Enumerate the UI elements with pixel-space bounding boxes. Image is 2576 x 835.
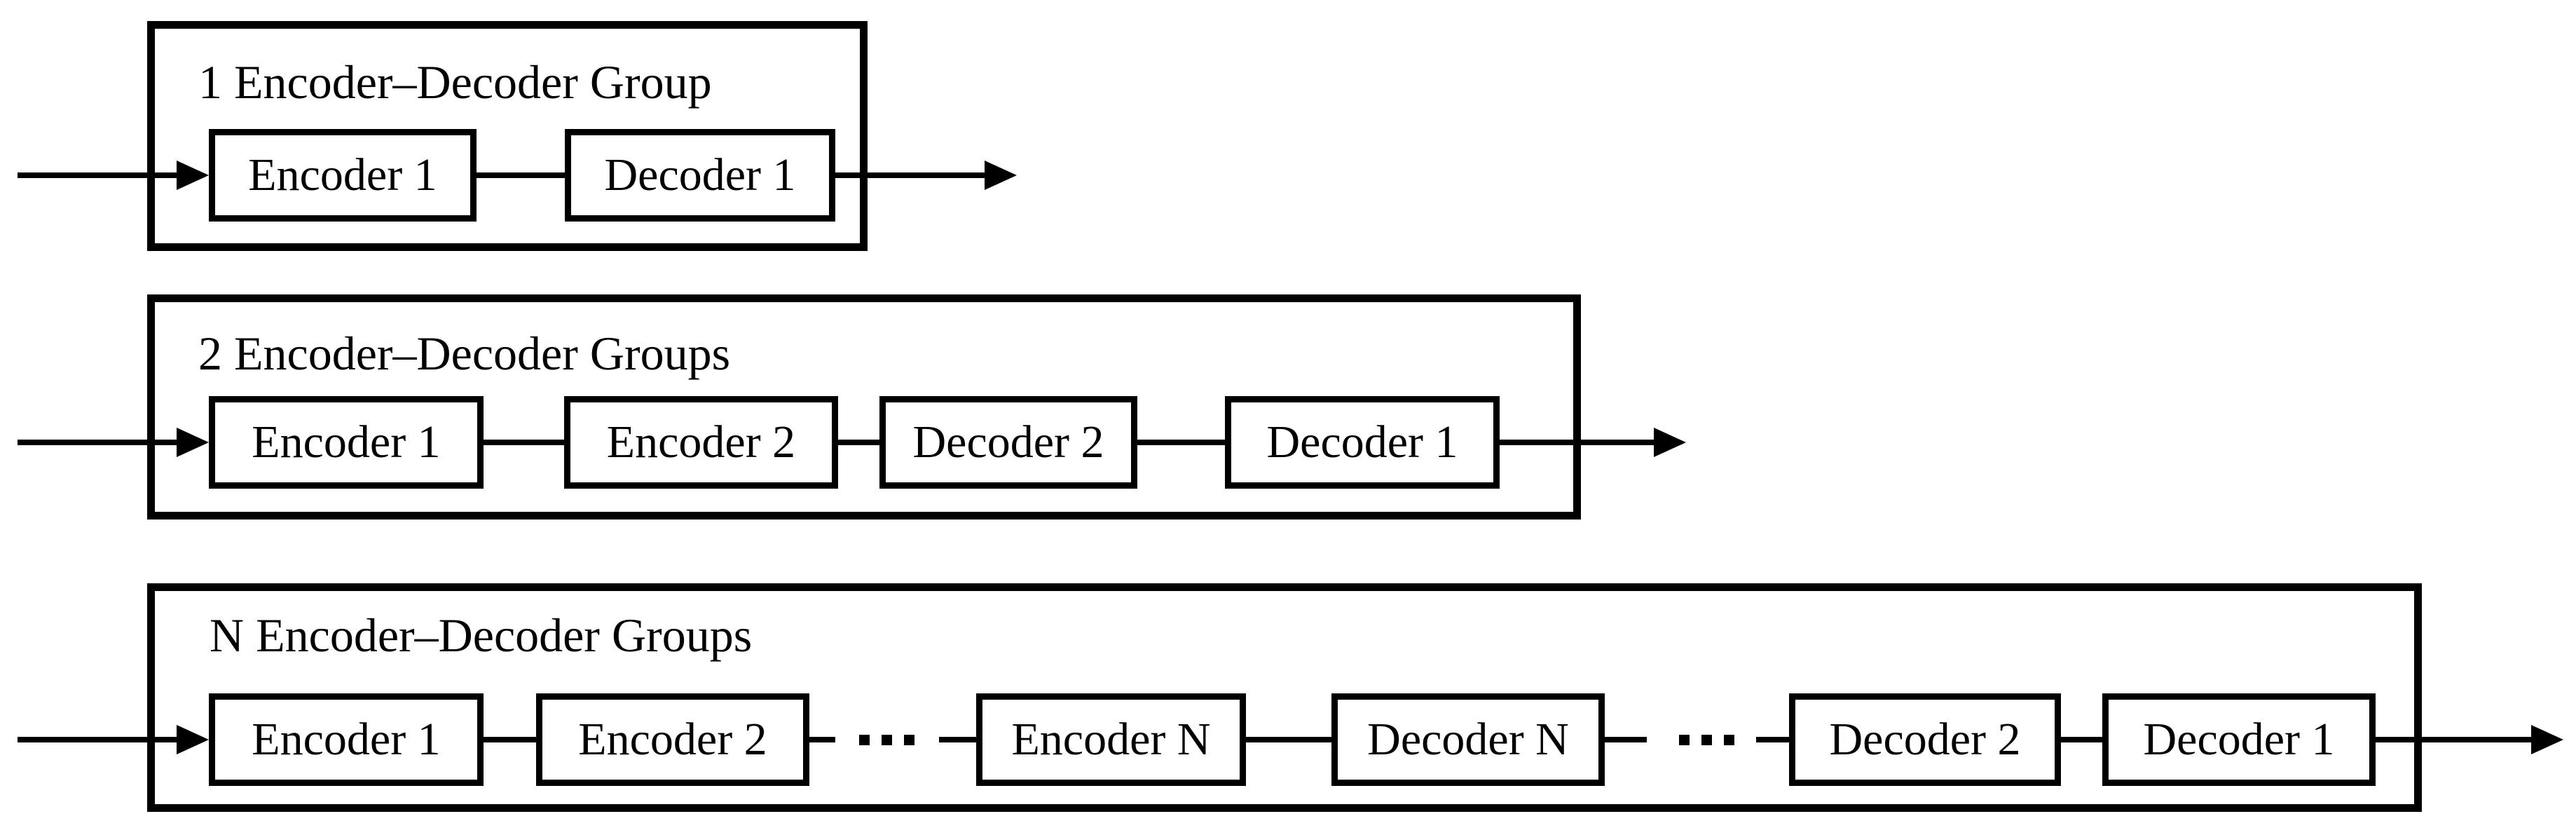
block-label: Decoder 1 — [604, 149, 796, 201]
input-arrowhead-icon-g3 — [177, 725, 209, 754]
ellipsis-dots-encoder — [859, 735, 914, 745]
block-label: Encoder N — [1011, 714, 1211, 765]
connector-line-g3-g — [2061, 737, 2102, 742]
connector-line-g3-d — [1246, 737, 1331, 742]
block-g3-encoder-1: Encoder 1 — [209, 693, 484, 786]
output-flow-line-g1 — [835, 172, 985, 178]
dot-icon — [859, 735, 870, 745]
block-label: Encoder 1 — [248, 149, 437, 201]
output-flow-line-g3 — [2376, 737, 2531, 742]
group-title-2: 2 Encoder–Decoder Groups — [198, 327, 731, 380]
dot-icon — [1679, 735, 1690, 745]
connector-line-g3-e — [1605, 737, 1647, 742]
output-arrowhead-icon-g2 — [1654, 428, 1686, 457]
block-label: Encoder 1 — [252, 416, 441, 468]
output-flow-line-g2 — [1500, 440, 1654, 445]
group-title-1: 1 Encoder–Decoder Group — [198, 55, 712, 109]
ellipsis-dots-decoder — [1679, 735, 1734, 745]
connector-line-g2-c — [1137, 440, 1225, 445]
dot-icon — [904, 735, 914, 745]
connector-line-g1-a — [477, 172, 565, 178]
block-label: Encoder 2 — [578, 714, 767, 765]
dot-icon — [1701, 735, 1712, 745]
connector-line-g2-a — [484, 440, 564, 445]
group-title-3: N Encoder–Decoder Groups — [210, 609, 753, 662]
block-g3-decoder-2: Decoder 2 — [1789, 693, 2061, 786]
input-flow-line-g3 — [18, 737, 177, 742]
input-arrowhead-icon-g2 — [177, 428, 209, 457]
block-label: Decoder N — [1367, 714, 1569, 765]
block-label: Decoder 1 — [1266, 416, 1458, 468]
connector-line-g3-f — [1756, 737, 1789, 742]
block-label: Decoder 2 — [912, 416, 1104, 468]
block-label: Decoder 1 — [2143, 714, 2335, 765]
connector-line-g3-a — [484, 737, 536, 742]
output-arrowhead-icon-g3 — [2531, 725, 2563, 754]
group-box-1 — [147, 21, 868, 251]
connector-line-g3-b — [809, 737, 835, 742]
block-g2-decoder-1: Decoder 1 — [1225, 396, 1500, 489]
input-arrowhead-icon-g1 — [177, 161, 209, 190]
block-label: Decoder 2 — [1829, 714, 2021, 765]
connector-line-g2-b — [838, 440, 879, 445]
block-g3-encoder-2: Encoder 2 — [536, 693, 809, 786]
block-g3-decoder-1: Decoder 1 — [2102, 693, 2376, 786]
block-g2-decoder-2: Decoder 2 — [879, 396, 1137, 489]
block-g1-encoder-1: Encoder 1 — [209, 129, 477, 222]
block-label: Encoder 1 — [252, 714, 441, 765]
block-g3-encoder-n: Encoder N — [976, 693, 1246, 786]
block-label: Encoder 2 — [606, 416, 796, 468]
input-flow-line-g1 — [18, 172, 177, 178]
block-g3-decoder-n: Decoder N — [1331, 693, 1605, 786]
group-box-3 — [147, 583, 2422, 812]
dot-icon — [882, 735, 892, 745]
block-g2-encoder-2: Encoder 2 — [564, 396, 838, 489]
output-arrowhead-icon-g1 — [985, 161, 1017, 190]
block-g2-encoder-1: Encoder 1 — [209, 396, 484, 489]
dot-icon — [1724, 735, 1734, 745]
connector-line-g3-c — [939, 737, 976, 742]
input-flow-line-g2 — [18, 440, 177, 445]
group-box-2 — [147, 294, 1581, 520]
block-g1-decoder-1: Decoder 1 — [565, 129, 835, 222]
